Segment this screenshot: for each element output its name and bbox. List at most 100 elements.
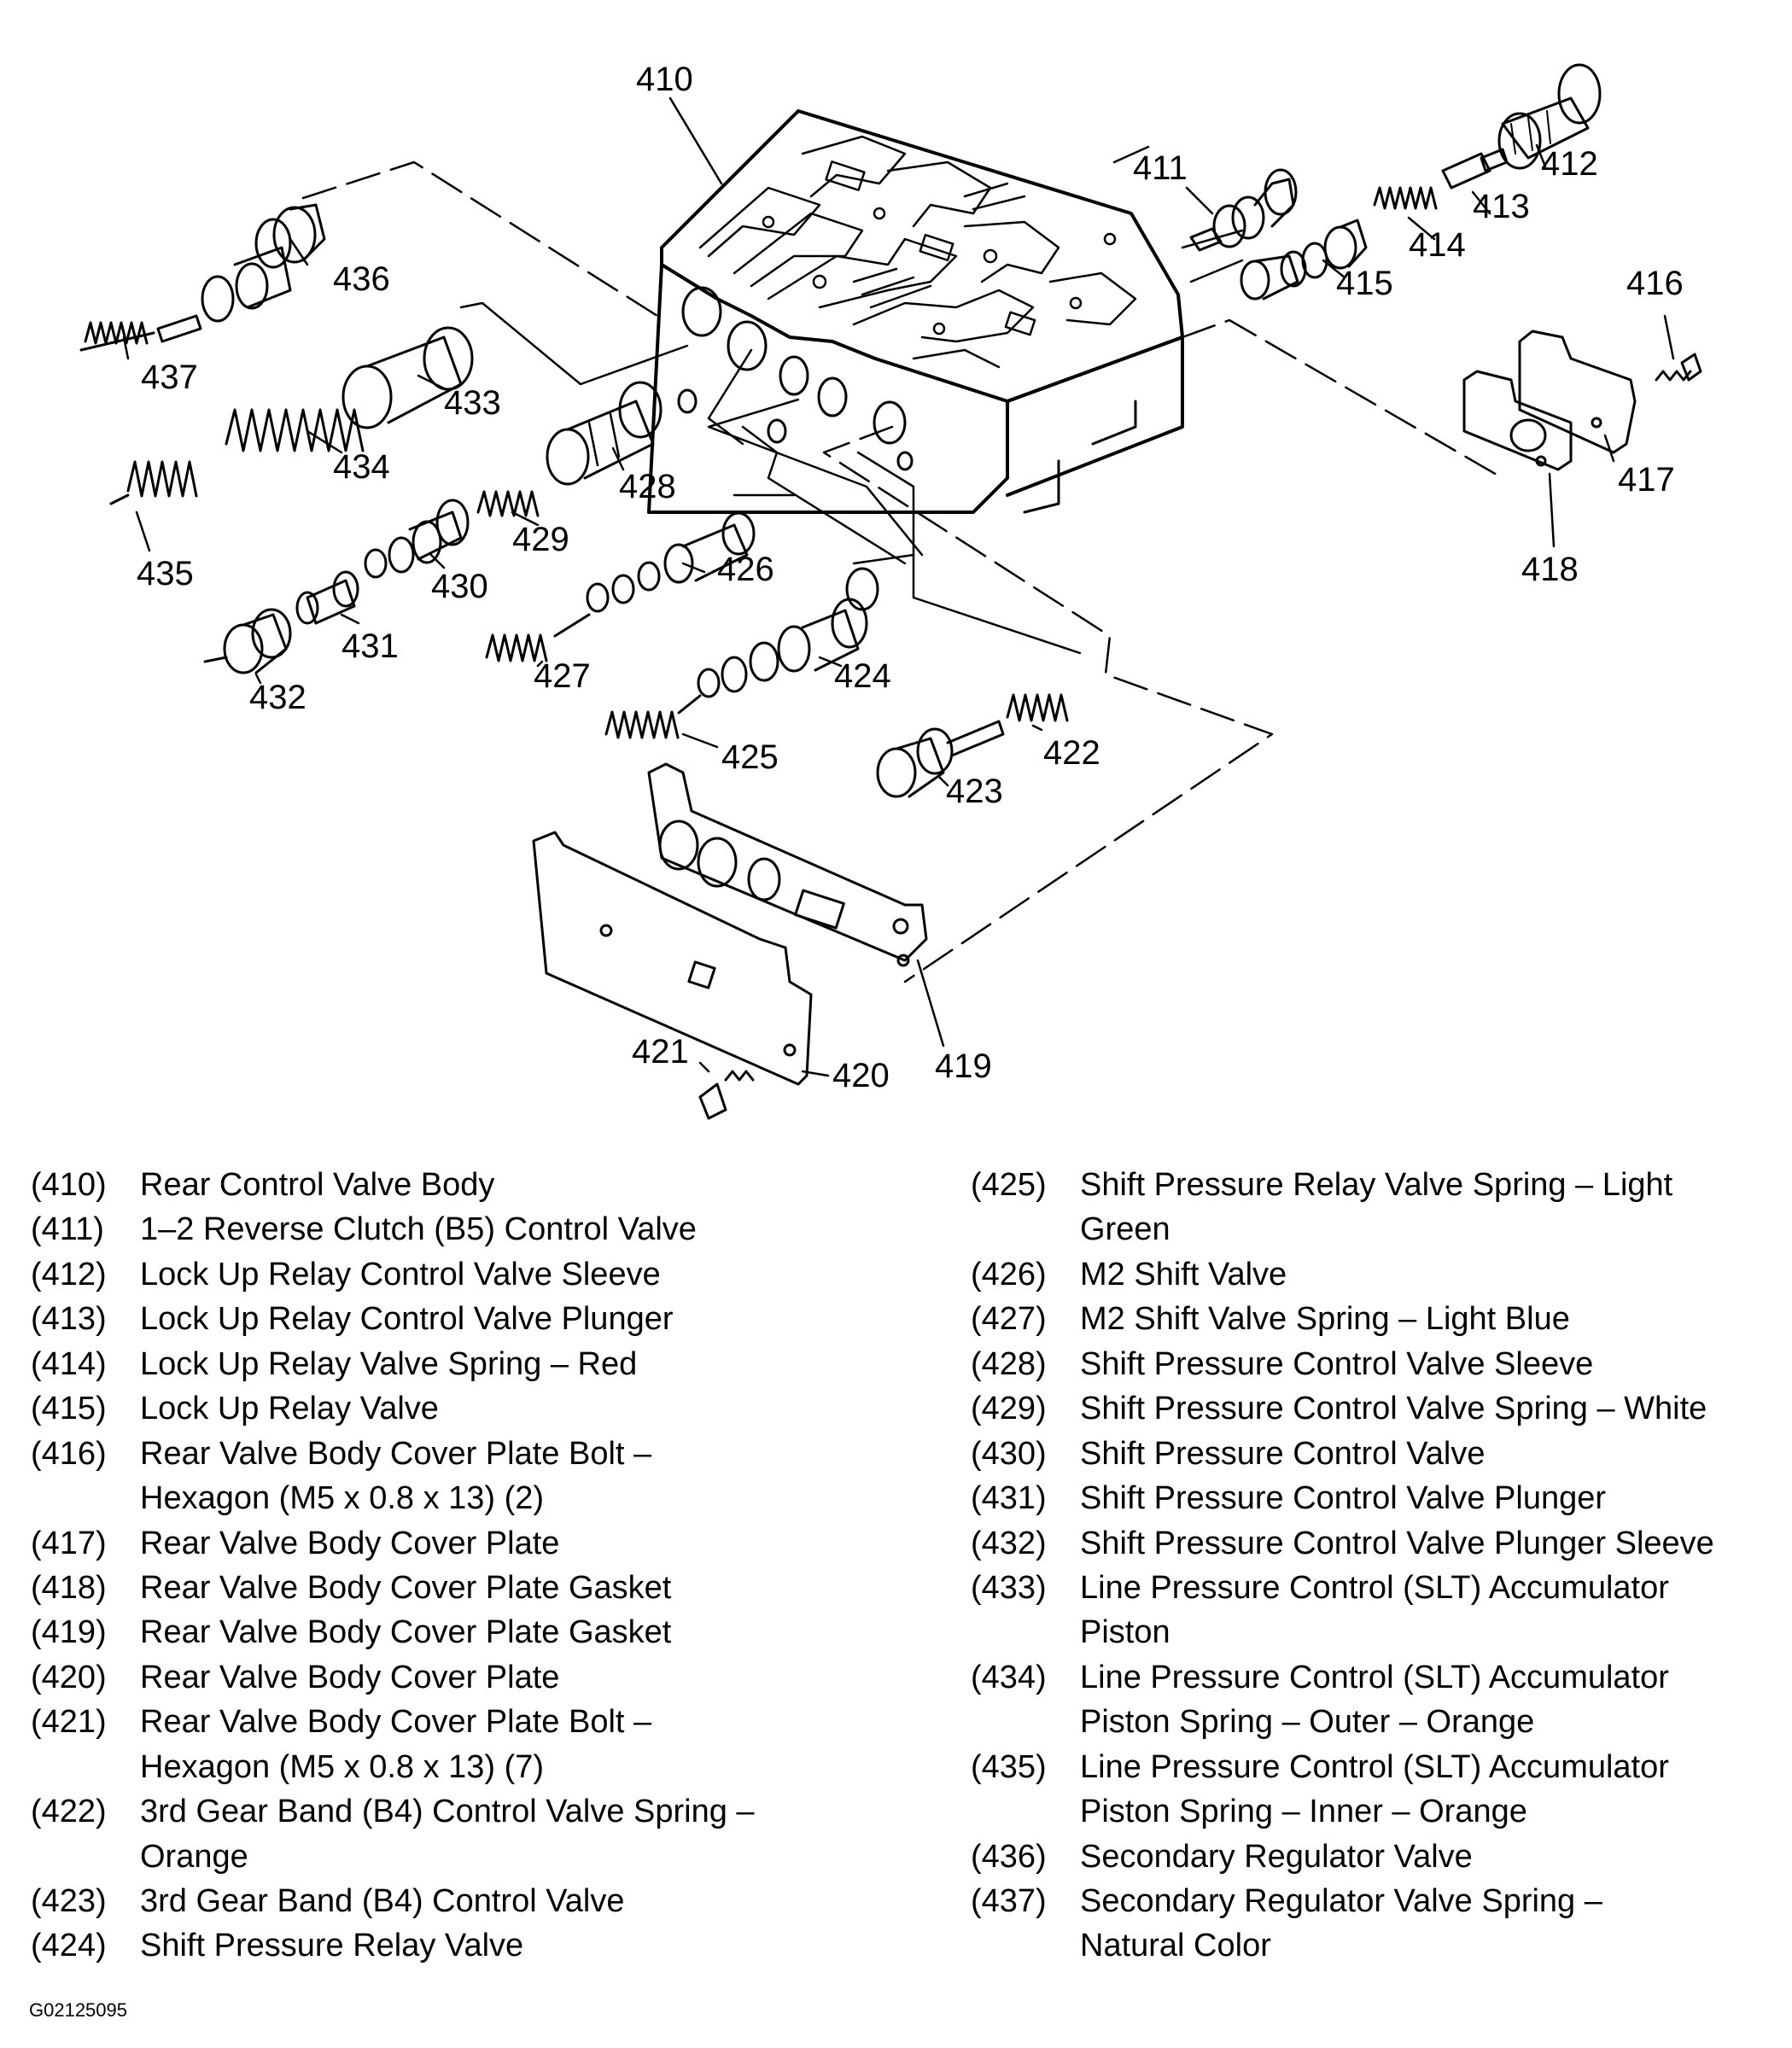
valve-424 [697, 567, 879, 698]
legend-entry: (433)Line Pressure Control (SLT) Accumul… [971, 1566, 1790, 1655]
callout-434: 434 [333, 448, 390, 486]
callout-427: 427 [534, 657, 591, 695]
callout-415: 415 [1336, 265, 1393, 302]
legend-description: Rear Valve Body Cover Plate Bolt – Hexag… [140, 1704, 652, 1785]
callout-432: 432 [249, 679, 306, 716]
legend-description: Shift Pressure Control Valve Plunger Sle… [1080, 1525, 1714, 1561]
legend-description: Shift Pressure Control Valve Plunger [1080, 1480, 1607, 1517]
legend-description: Rear Control Valve Body [140, 1167, 495, 1203]
legend-number: (425) [971, 1167, 1047, 1203]
legend-number: (417) [31, 1525, 107, 1561]
legend-entry: (428) Shift Pressure Control Valve Sleeve [971, 1342, 1790, 1386]
callout-420: 420 [832, 1057, 890, 1094]
spring-435 [109, 460, 198, 505]
valve-423 [876, 720, 1005, 798]
valve-426 [586, 511, 756, 613]
legend-number: (415) [31, 1391, 107, 1427]
legend-number: (431) [971, 1480, 1047, 1517]
callout-437: 437 [141, 359, 198, 396]
legend-entry: (412)Lock Up Relay Control Valve Sleeve [31, 1252, 936, 1297]
legend-description: 1–2 Reverse Clutch (B5) Control Valve [140, 1211, 697, 1248]
legend-description: Rear Valve Body Cover Plate Bolt – Hexag… [140, 1435, 652, 1517]
valve-body-410 [647, 109, 1184, 514]
sleeve-432 [203, 608, 292, 674]
legend-description: M2 Shift Valve [1080, 1256, 1287, 1292]
legend-entry: (414) Lock Up Relay Valve Spring – Red [31, 1342, 936, 1386]
legend-description: Shift Pressure Control Valve Sleeve [1080, 1345, 1594, 1382]
sleeve-428 [546, 381, 663, 486]
legend-number: (424) [31, 1928, 107, 1964]
callout-413: 413 [1473, 188, 1530, 225]
legend-description: Line Pressure Control (SLT) Accumulator … [1080, 1659, 1669, 1741]
legend-description: Rear Valve Body Cover Plate Gasket [140, 1569, 672, 1606]
spring-434 [225, 408, 365, 452]
callout-412: 412 [1541, 145, 1598, 183]
legend-entry: (415) Lock Up Relay Valve [31, 1386, 936, 1431]
legend-entry: (422)3rd Gear Band (B4) Control Valve Sp… [31, 1789, 936, 1879]
legend-entry: (423)3rd Gear Band (B4) Control Valve [31, 1879, 936, 1923]
spring-429 [476, 490, 540, 517]
valve-412 [1497, 63, 1602, 170]
legend-number: (430) [971, 1435, 1047, 1472]
legend-description: Shift Pressure Control Valve [1080, 1435, 1486, 1472]
callout-426: 426 [717, 551, 774, 588]
callout-419: 419 [935, 1047, 992, 1085]
callout-411: 411 [1133, 149, 1188, 187]
legend-description: Lock Up Relay Valve [140, 1391, 439, 1427]
legend-entry: (419)Rear Valve Body Cover Plate Gasket [31, 1610, 936, 1654]
legend-description: Lock Up Relay Valve Spring – Red [140, 1345, 638, 1382]
spring-414 [1373, 186, 1438, 210]
legend-left-column: (410) Rear Control Valve Body (411) 1–2 Re… [31, 1163, 936, 1969]
legend-entry: (416)Rear Valve Body Cover Plate Bolt – … [31, 1432, 936, 1521]
legend-entry: (418)Rear Valve Body Cover Plate Gasket [31, 1566, 936, 1610]
legend-number: (433) [971, 1569, 1047, 1606]
legend-description: Secondary Regulator Valve [1080, 1838, 1473, 1875]
callout-425: 425 [721, 738, 779, 776]
legend-entry: (429)Shift Pressure Control Valve Spring… [971, 1386, 1790, 1431]
legend-description: Shift Pressure Control Valve Spring – Wh… [1080, 1391, 1707, 1427]
legend-entry: (426) M2 Shift Valve [971, 1252, 1790, 1297]
callout-417: 417 [1618, 461, 1675, 499]
valve-411 [1189, 168, 1298, 252]
callout-429: 429 [512, 521, 569, 558]
legend-description: Line Pressure Control (SLT) Accumulator … [1080, 1748, 1669, 1830]
cover-plate-417 [1518, 330, 1637, 454]
spring-437 [79, 321, 155, 352]
legend-number: (414) [31, 1345, 107, 1382]
legend-entry: (430) Shift Pressure Control Valve [971, 1432, 1790, 1476]
legend-description: Rear Valve Body Cover Plate [140, 1659, 560, 1695]
callout-431: 431 [341, 627, 399, 665]
legend-number: (432) [971, 1525, 1047, 1561]
legend-entry: (411) 1–2 Reverse Clutch (B5) Control Val… [31, 1207, 936, 1252]
callout-433: 433 [444, 384, 501, 422]
legend-description: 3rd Gear Band (B4) Control Valve [140, 1883, 625, 1919]
legend-description: Lock Up Relay Control Valve Plunger [140, 1301, 674, 1338]
legend-description: Rear Valve Body Cover Plate Gasket [140, 1614, 672, 1651]
legend-number: (410) [31, 1167, 107, 1203]
legend-entry: (431) Shift Pressure Control Valve Plunge… [971, 1476, 1790, 1520]
legend-number: (428) [971, 1345, 1047, 1382]
callout-424: 424 [834, 657, 891, 695]
callout-416: 416 [1626, 265, 1684, 302]
legend-right-column: (425)Shift Pressure Relay Valve Spring –… [971, 1163, 1790, 1969]
legend-entry: (435)Line Pressure Control (SLT) Accumul… [971, 1745, 1790, 1835]
legend-number: (434) [971, 1659, 1047, 1695]
callout-414: 414 [1409, 226, 1466, 264]
valve-413 [1441, 148, 1509, 190]
bolt-416 [1655, 353, 1702, 382]
legend-number: (426) [971, 1256, 1047, 1292]
legend-entry: (432) Shift Pressure Control Valve Plunge… [971, 1521, 1790, 1566]
cover-plate-420 [532, 831, 813, 1086]
legend-description: M2 Shift Valve Spring – Light Blue [1080, 1301, 1570, 1338]
figure-id: G02125095 [29, 1999, 127, 2021]
exploded-view-diagram: 410 411 412 413 414 415 416 417 418 419 … [79, 61, 1702, 1120]
callout-435: 435 [137, 555, 194, 592]
legend-entry: (420)Rear Valve Body Cover Plate [31, 1655, 936, 1700]
piston-433 [341, 326, 474, 429]
legend-number: (411) [31, 1211, 104, 1248]
legend-number: (412) [31, 1256, 107, 1292]
valve-430 [364, 499, 470, 579]
callout-436: 436 [333, 260, 390, 298]
legend-number: (421) [31, 1704, 107, 1741]
callout-421: 421 [632, 1033, 689, 1071]
